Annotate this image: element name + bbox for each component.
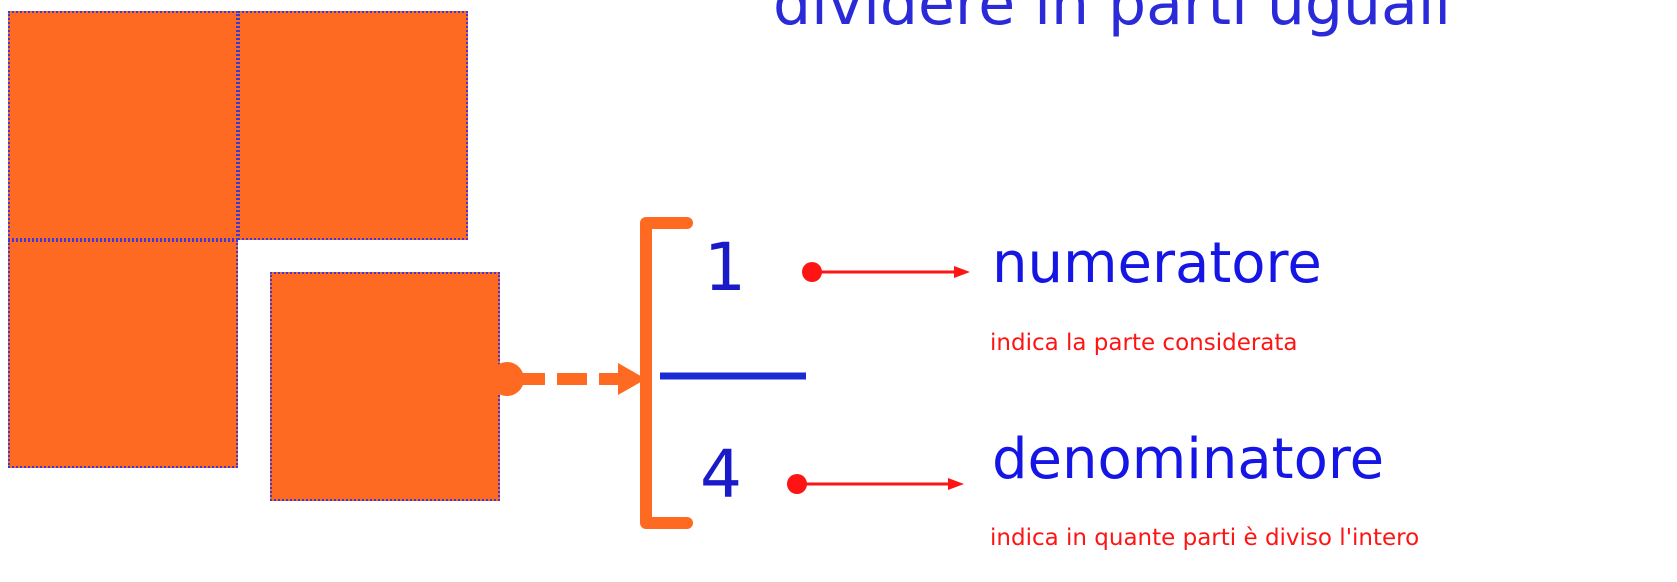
- selected-quarter: [270, 272, 500, 501]
- whole-quarter-top-left: [8, 11, 238, 240]
- numerator-term: numeratore: [992, 231, 1322, 296]
- numerator-value: 1: [704, 229, 746, 306]
- whole-quarter-bottom-left: [8, 240, 238, 468]
- denominator-description: indica in quante parti è diviso l'intero: [990, 525, 1420, 551]
- title: dividere in parti uguali: [773, 0, 1452, 39]
- numerator-description: indica la parte considerata: [990, 330, 1298, 356]
- denominator-value: 4: [700, 436, 742, 513]
- whole-quarter-top-right: [238, 11, 468, 240]
- arrow-origin-dot: [490, 362, 524, 396]
- denominator-pointer-head: [948, 478, 964, 490]
- fraction-bracket: [640, 217, 693, 529]
- numerator-pointer-head: [954, 266, 970, 278]
- denominator-term: denominatore: [992, 427, 1385, 492]
- dashed-arrow-head: [618, 363, 646, 395]
